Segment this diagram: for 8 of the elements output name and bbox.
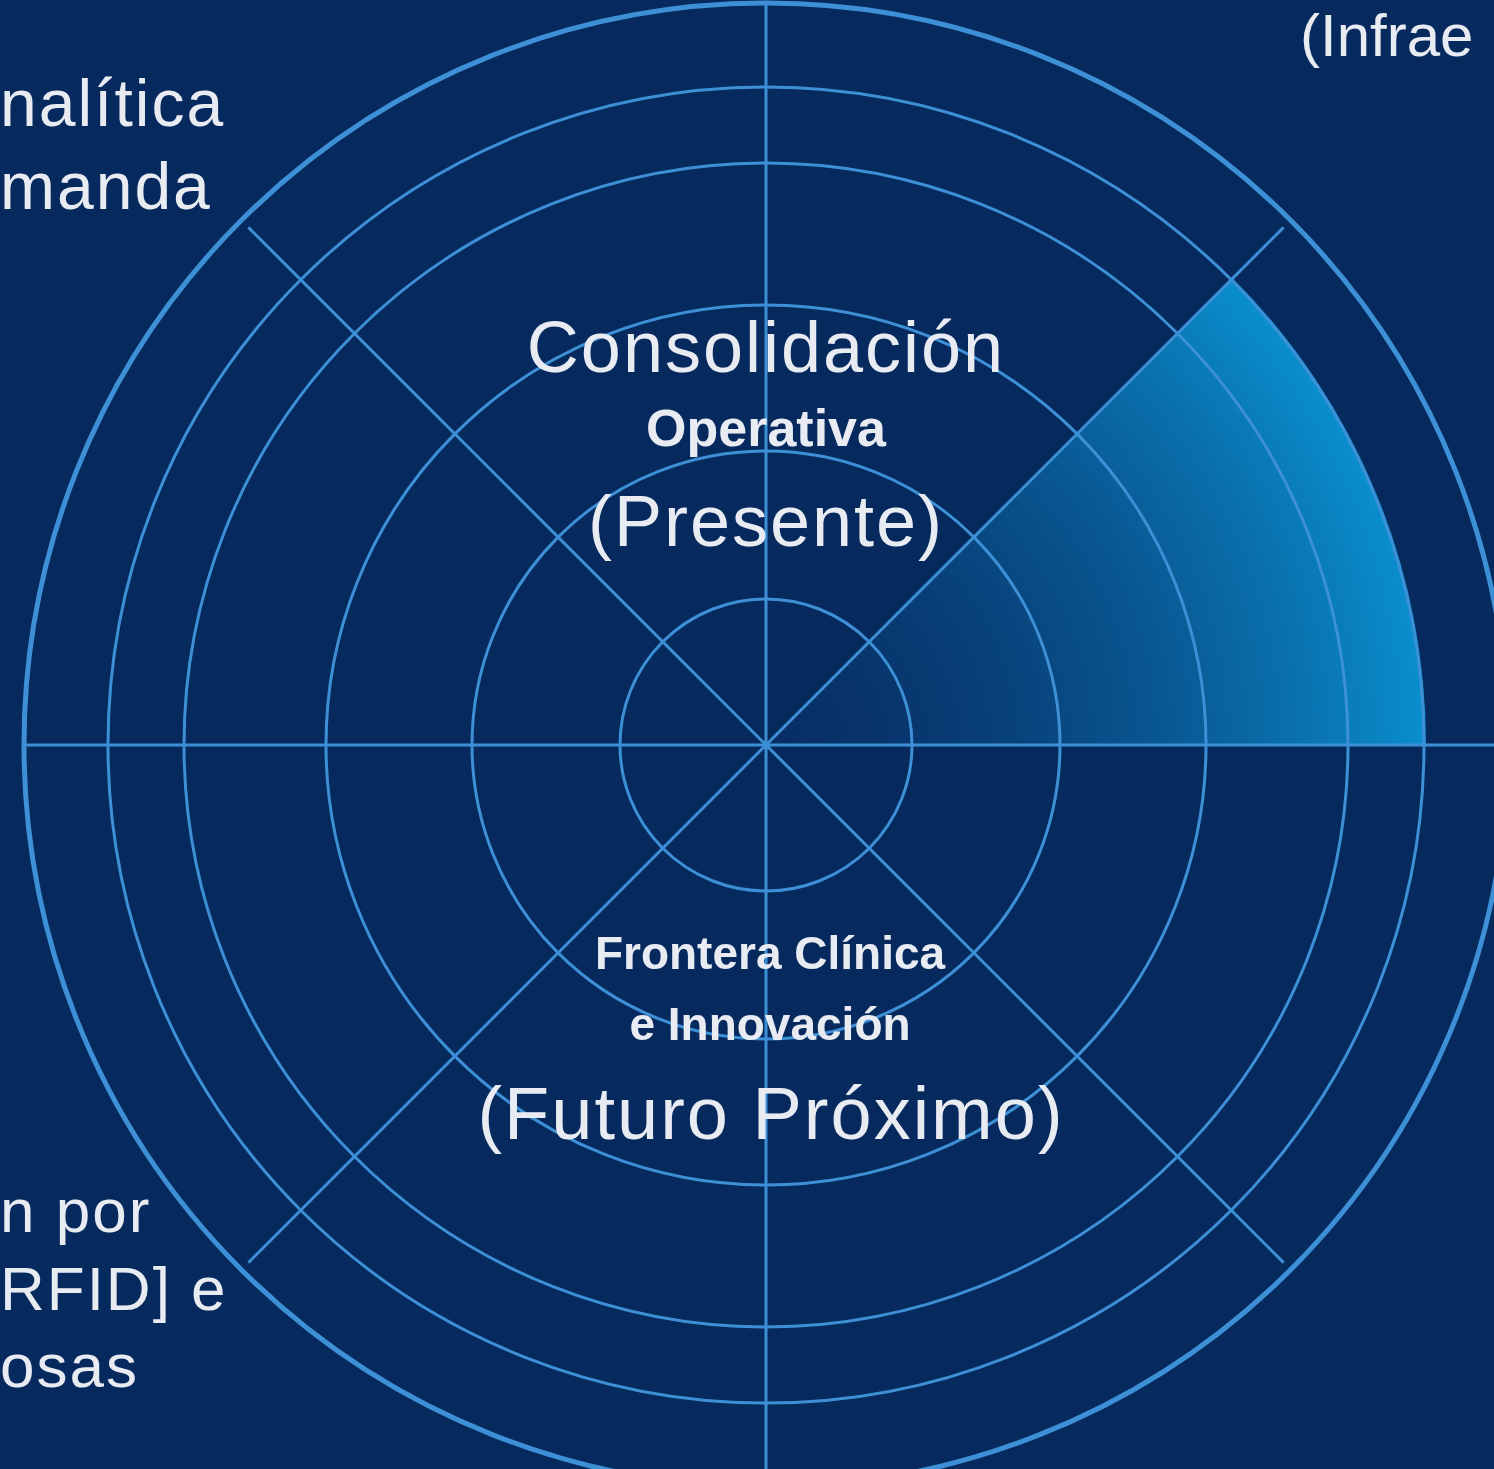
side-label: n por RFID] e osas [0,1175,229,1402]
side-label: (Infrae [1300,1,1475,71]
sector-title: Frontera Clínica e Innovación [593,926,947,1053]
sector-subtitle: (Presente) [586,480,946,563]
sector-title: Operativa [645,398,888,459]
side-label: nalítica manda [0,65,227,225]
sector-subtitle: (Futuro Próximo) [476,1071,1066,1157]
sector-title: Consolidación [525,306,1007,389]
